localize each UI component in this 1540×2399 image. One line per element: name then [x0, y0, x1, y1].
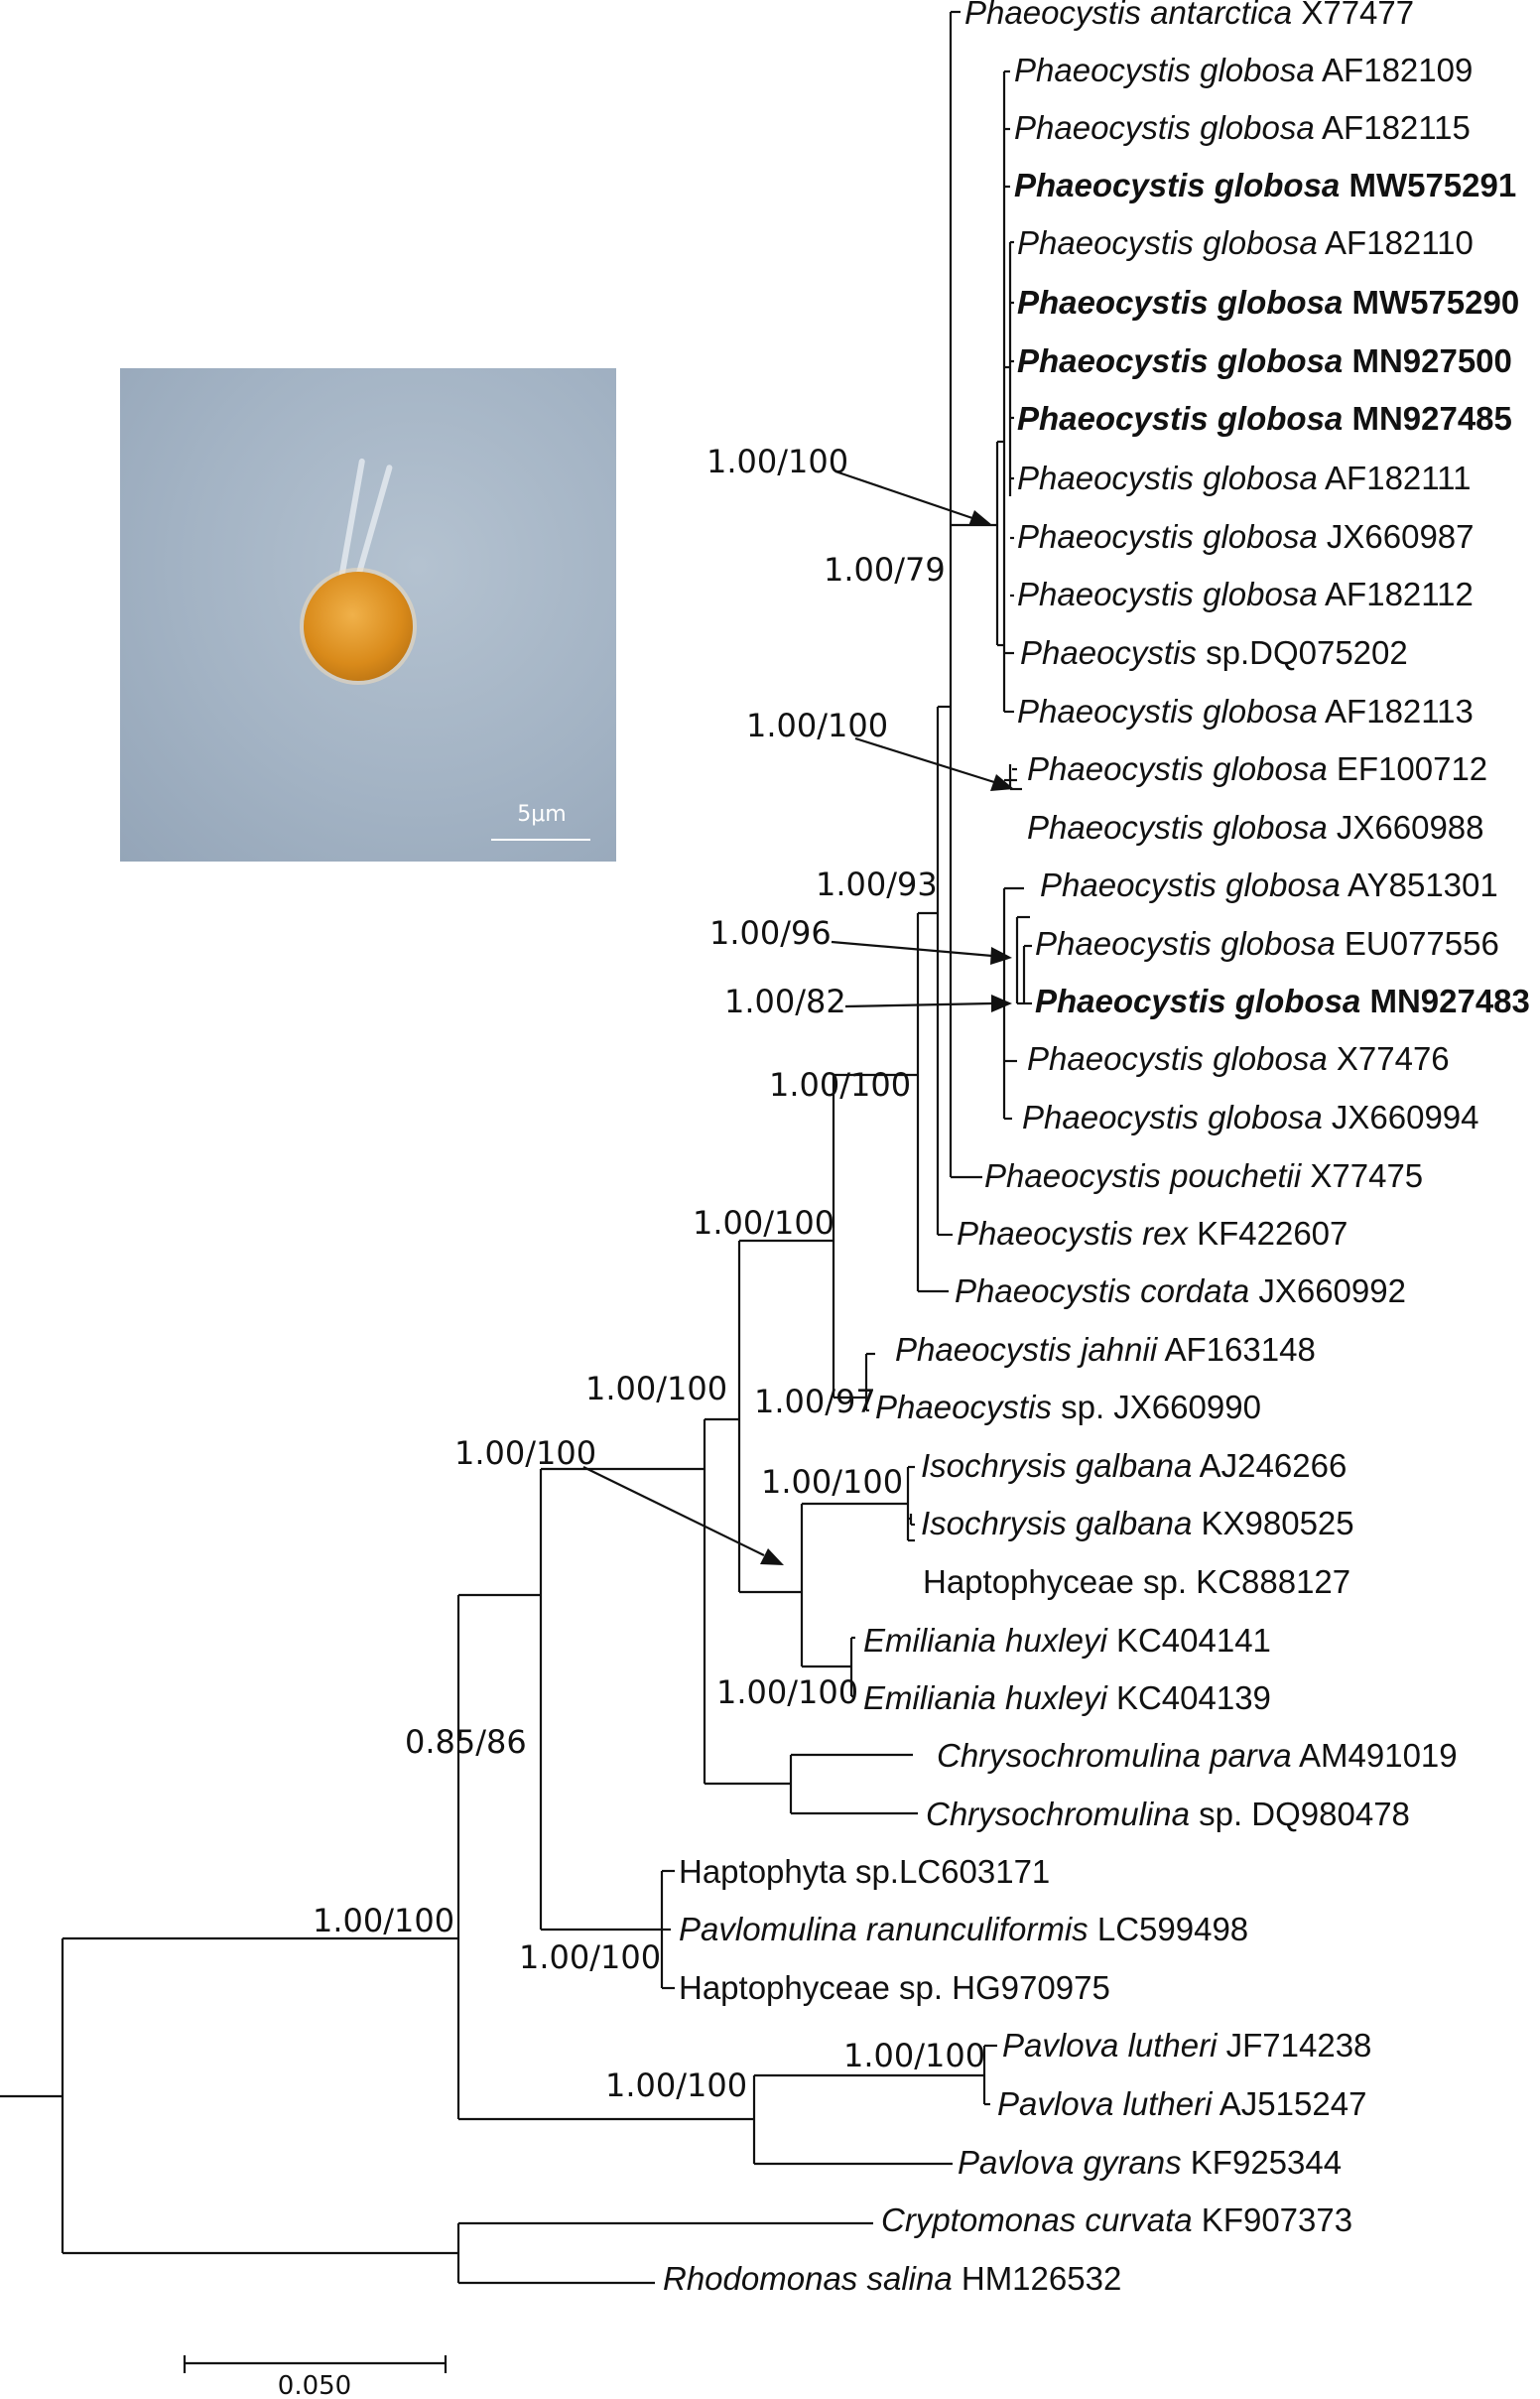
support-value: 1.00/100 [761, 1463, 903, 1501]
arrow-head [991, 995, 1012, 1012]
support-value: 1.00/96 [709, 914, 832, 952]
taxon-labels: Phaeocystis antarctica X77477 Phaeocysti… [663, 0, 1530, 2297]
support-value: 1.00/100 [313, 1902, 454, 1939]
support-value: 1.00/100 [716, 1673, 858, 1711]
taxon-label: Pavlomulina ranunculiformis LC599498 [679, 1911, 1248, 1947]
arrow-line [844, 1001, 993, 1008]
taxon-label: Phaeocystis jahnii AF163148 [895, 1331, 1316, 1368]
taxon-label-highlighted: Phaeocystis globosa MN927485 [1017, 400, 1512, 437]
taxon-label: Phaeocystis globosa AF182113 [1017, 693, 1474, 730]
support-values: 1.00/100 1.00/79 1.00/100 1.00/93 1.00/9… [313, 443, 985, 2104]
micrograph-scale-label: 5μm [517, 802, 567, 827]
taxon-label: Phaeocystis antarctica X77477 [964, 0, 1414, 31]
arrow-head [968, 510, 992, 526]
taxon-label-highlighted: Phaeocystis globosa MN927483 [1035, 983, 1530, 1019]
support-value: 1.00/100 [843, 2037, 985, 2074]
taxon-label: Phaeocystis globosa AF182112 [1017, 576, 1474, 612]
taxon-label: Phaeocystis globosa X77476 [1027, 1040, 1450, 1077]
taxon-label: Phaeocystis globosa AY851301 [1040, 866, 1498, 903]
taxon-label: Phaeocystis cordata JX660992 [955, 1272, 1406, 1309]
support-value: 1.00/100 [454, 1434, 596, 1472]
support-value: 1.00/100 [585, 1370, 727, 1407]
taxon-label: Phaeocystis globosa JX660994 [1022, 1099, 1479, 1135]
taxon-label: Isochrysis galbana KX980525 [921, 1505, 1354, 1541]
taxon-label: Phaeocystis globosa AF182115 [1014, 109, 1471, 146]
taxon-label-highlighted: Phaeocystis globosa MW575290 [1017, 284, 1519, 321]
support-value: 1.00/100 [519, 1938, 661, 1976]
phaeocystis-cell [304, 572, 413, 681]
taxon-label: Phaeocystis sp.DQ075202 [1020, 634, 1408, 671]
support-value: 1.00/82 [724, 983, 846, 1020]
support-value: 1.00/100 [706, 443, 848, 480]
taxon-label: Haptophyceae sp. HG970975 [679, 1969, 1110, 2006]
taxon-label: Pavlova lutheri JF714238 [1002, 2027, 1371, 2064]
taxon-label: Emiliania huxleyi KC404139 [863, 1679, 1271, 1716]
taxon-label: Haptophyta sp.LC603171 [679, 1853, 1050, 1890]
taxon-label: Phaeocystis globosa AF182109 [1014, 52, 1473, 88]
taxon-label: Emiliania huxleyi KC404141 [863, 1622, 1271, 1659]
taxon-label: Haptophyceae sp. KC888127 [923, 1563, 1350, 1600]
tree-branches [0, 10, 1032, 2373]
taxon-label: Cryptomonas curvata KF907373 [881, 2201, 1352, 2238]
taxon-label-highlighted: Phaeocystis globosa MN927500 [1017, 342, 1512, 379]
taxon-label: Rhodomonas salina HM126532 [663, 2260, 1121, 2297]
taxon-label: Phaeocystis rex KF422607 [957, 1215, 1348, 1252]
taxon-label: Pavlova gyrans KF925344 [958, 2144, 1342, 2181]
support-value: 1.00/100 [605, 2066, 747, 2104]
taxon-label: Phaeocystis globosa AF182111 [1017, 460, 1471, 496]
arrow-head [990, 947, 1012, 965]
arrow-line [854, 736, 995, 784]
arrow-line [834, 469, 973, 520]
support-value: 1.00/100 [769, 1066, 911, 1104]
micrograph-scale-bar [491, 839, 590, 841]
annotation-arrows [582, 469, 1014, 1565]
arrow-head [990, 774, 1014, 791]
support-value: 1.00/100 [693, 1204, 834, 1242]
taxon-label: Isochrysis galbana AJ246266 [921, 1447, 1347, 1484]
taxon-label: Phaeocystis globosa EU077556 [1035, 925, 1499, 962]
micrograph: 5μm [120, 368, 616, 862]
taxon-label-highlighted: Phaeocystis globosa MW575291 [1014, 167, 1516, 203]
scale-bar-label: 0.050 [278, 2371, 351, 2399]
taxon-label: Phaeocystis sp. JX660990 [875, 1389, 1261, 1425]
taxon-label: Phaeocystis globosa EF100712 [1027, 750, 1487, 787]
arrow-head [760, 1548, 784, 1565]
taxon-label: Phaeocystis globosa JX660988 [1027, 809, 1484, 846]
taxon-label: Pavlova lutheri AJ515247 [997, 2085, 1366, 2122]
support-value: 1.00/79 [824, 551, 946, 589]
taxon-label: Chrysochromulina parva AM491019 [937, 1737, 1458, 1774]
support-value: 1.00/100 [746, 707, 888, 744]
arrow-line [831, 940, 993, 958]
support-value: 1.00/93 [816, 866, 938, 903]
taxon-label: Phaeocystis globosa AF182110 [1017, 224, 1474, 261]
arrow-line [582, 1466, 765, 1556]
taxon-label: Chrysochromulina sp. DQ980478 [926, 1796, 1410, 1832]
support-value: 0.85/86 [405, 1723, 527, 1761]
taxon-label: Phaeocystis pouchetii X77475 [984, 1157, 1423, 1194]
support-value: 1.00/97 [754, 1383, 876, 1420]
taxon-label: Phaeocystis globosa JX660987 [1017, 518, 1475, 555]
